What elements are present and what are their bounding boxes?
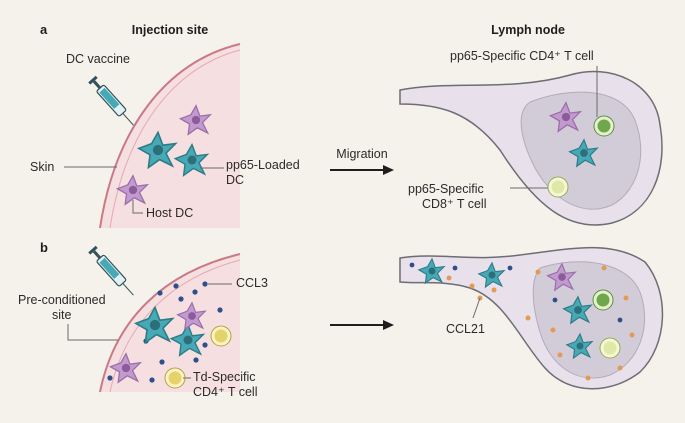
td-cd4-label-line1: Td-Specific [193, 370, 256, 384]
preconditioned-label-line2: site [52, 308, 72, 322]
ccl21-chemokine-dots [446, 265, 635, 381]
skin-edge-a [99, 43, 241, 229]
syringe-icon-b [87, 245, 138, 300]
pp65-cd8-label-line1: pp65-Specific [408, 182, 484, 196]
pp65-cd4-tcell [593, 115, 615, 137]
migration-label: Migration [336, 147, 387, 161]
lymph-node-header: Lymph node [491, 23, 565, 37]
panel-letter-b: b [40, 240, 48, 255]
ccl21-label: CCL21 [446, 322, 485, 336]
td-cd4-label-line2: CD4⁺ T cell [193, 385, 258, 399]
panel-a: DC vaccine Skin pp65-Loaded DC Host DC M… [30, 43, 663, 229]
migration-arrow [330, 165, 394, 175]
td-cd4-tcell-2 [164, 367, 186, 389]
syringe-icon-a [87, 75, 138, 130]
panel-letter-a: a [40, 22, 48, 37]
dc-vaccine-label: DC vaccine [66, 52, 130, 66]
ccl3-label: CCL3 [236, 276, 268, 290]
pp65-cd8-tcell [547, 176, 569, 198]
skin-label: Skin [30, 160, 54, 174]
panel-b: CCL3 Pre-conditioned site Td-Specific CD… [18, 245, 664, 399]
pp65-cd4-label: pp65-Specific CD4⁺ T cell [450, 49, 594, 63]
arrow-b [330, 320, 394, 330]
host-dc-label: Host DC [146, 206, 193, 220]
skin-tissue-b [100, 254, 240, 392]
skin-tissue-a [100, 44, 240, 228]
pp65-cd8-label-line2: CD8⁺ T cell [422, 197, 487, 211]
preconditioned-label-line1: Pre-conditioned [18, 293, 106, 307]
loaded-dc-label-line1: pp65-Loaded [226, 158, 300, 172]
injection-site-header: Injection site [132, 23, 208, 37]
loaded-dc-label-line2: DC [226, 173, 244, 187]
skin-edge-b [99, 253, 241, 393]
td-cd4-tcell-1 [210, 325, 232, 347]
ccl3-dots-node [409, 262, 623, 343]
lymph-node-b [399, 246, 664, 390]
